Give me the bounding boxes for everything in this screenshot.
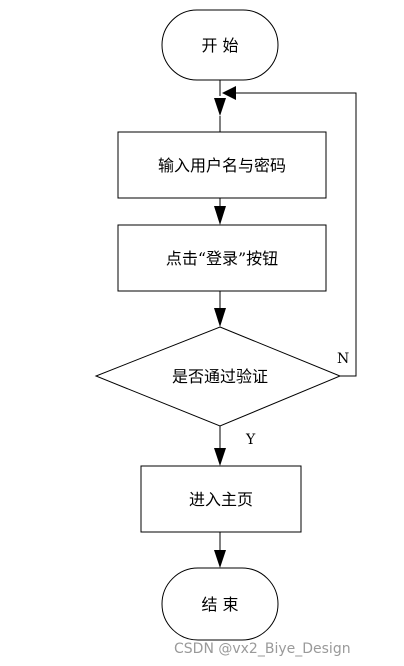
decision-label: 是否通过验证 [172,367,268,386]
main-node: 进入主页 [140,465,302,533]
main-label: 进入主页 [189,490,253,509]
input-label: 输入用户名与密码 [158,156,286,175]
end-label: 结 束 [201,595,238,614]
end-node: 结 束 [161,567,279,641]
arrowhead-input [214,206,226,225]
watermark-text: CSDN @vx2_Biye_Design [174,641,351,657]
arrowhead-loop [222,86,236,100]
click-label: 点击“登录”按钮 [166,249,278,268]
arrowhead-decision [214,448,226,466]
arrowhead-start [214,98,226,116]
edge-loop-back [232,92,357,377]
input-node: 输入用户名与密码 [117,131,327,199]
start-node: 开 始 [161,9,279,81]
arrowhead-main [214,550,226,568]
yes-label: Y [245,432,256,448]
no-label: N [337,351,349,367]
click-node: 点击“登录”按钮 [117,224,327,292]
decision-node: 是否通过验证 [94,326,342,427]
start-label: 开 始 [201,36,238,55]
arrowhead-click [214,308,226,327]
